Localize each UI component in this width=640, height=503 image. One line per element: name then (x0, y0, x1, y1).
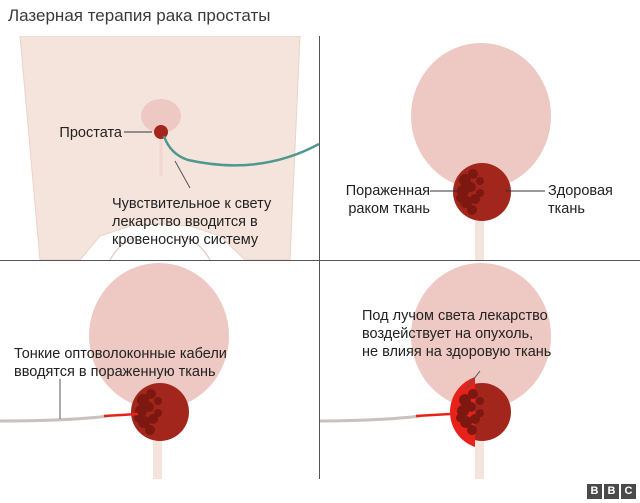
logo-letter: B (604, 484, 619, 499)
fiber-cable (0, 414, 109, 423)
panel-divider-horizontal (0, 260, 640, 261)
panel-tumor: Пораженная раком ткань Здоровая ткань (320, 36, 640, 260)
healthy-label-line: Здоровая (548, 183, 613, 199)
fiber-caption: Тонкие оптоволоконные кабели вводятся в … (14, 345, 227, 381)
fiber-illustration (0, 263, 229, 479)
body-illustration (19, 36, 319, 260)
light-caption: Под лучом света лекарство воздействует н… (362, 307, 551, 361)
cancer-label-line: раком ткань (348, 201, 430, 217)
page-title: Лазерная терапия рака простаты (8, 6, 271, 25)
drug-caption: Чувствительное к свету лекарство вводитс… (112, 195, 271, 249)
iv-line (162, 135, 319, 167)
light-caption-line: воздействует на опухоль, (362, 326, 534, 342)
fiber-cable (320, 414, 421, 423)
cancer-label-line: Пораженная (345, 183, 430, 199)
bladder (411, 43, 551, 189)
drug-caption-line: лекарство вводится в (112, 214, 258, 230)
bbc-logo: B B C (587, 484, 636, 499)
panel-fiber-insertion: Тонкие оптоволоконные кабели вводятся в … (0, 261, 319, 479)
inner-thigh-left (109, 235, 141, 260)
caption-leader (174, 160, 191, 189)
tumor-cluster (134, 389, 162, 435)
urethra (475, 206, 484, 260)
panel-divider-vertical (319, 36, 320, 479)
cancer-tissue-label: Пораженная раком ткань (320, 182, 430, 218)
bladder (411, 263, 551, 409)
caption-leader (465, 370, 481, 390)
bladder (89, 263, 229, 409)
healthy-label-line: ткань (548, 201, 585, 217)
light-caption-line: не влияя на здоровую ткань (362, 344, 552, 360)
prostate-illustration (411, 43, 551, 260)
logo-letter: B (587, 484, 602, 499)
light-caption-line: Под лучом света лекарство (362, 308, 548, 324)
drug-caption-line: Чувствительное к свету (112, 196, 272, 212)
fiber-caption-line: вводятся в пораженную ткань (14, 364, 216, 380)
prostate (154, 125, 168, 139)
fiber-cable-tip (415, 412, 451, 418)
urethra (153, 431, 162, 479)
healthy-tissue-label: Здоровая ткань (548, 182, 613, 218)
urethra (475, 431, 484, 479)
bladder (141, 99, 181, 133)
panel-injection: Простата Чувствительное к свету лекарств… (0, 36, 319, 260)
tumor-cluster (456, 169, 484, 215)
fiber-caption-line: Тонкие оптоволоконные кабели (14, 346, 227, 362)
tumor-cluster (456, 389, 484, 435)
activation-illustration (320, 263, 551, 479)
logo-letter: C (621, 484, 636, 499)
fiber-cable-tip (103, 412, 139, 418)
prostate-label: Простата (59, 125, 122, 141)
panel-light-activation: Под лучом света лекарство воздействует н… (320, 261, 640, 479)
inner-thigh-right (179, 235, 211, 260)
drug-caption-line: кровеносную систему (112, 232, 259, 248)
